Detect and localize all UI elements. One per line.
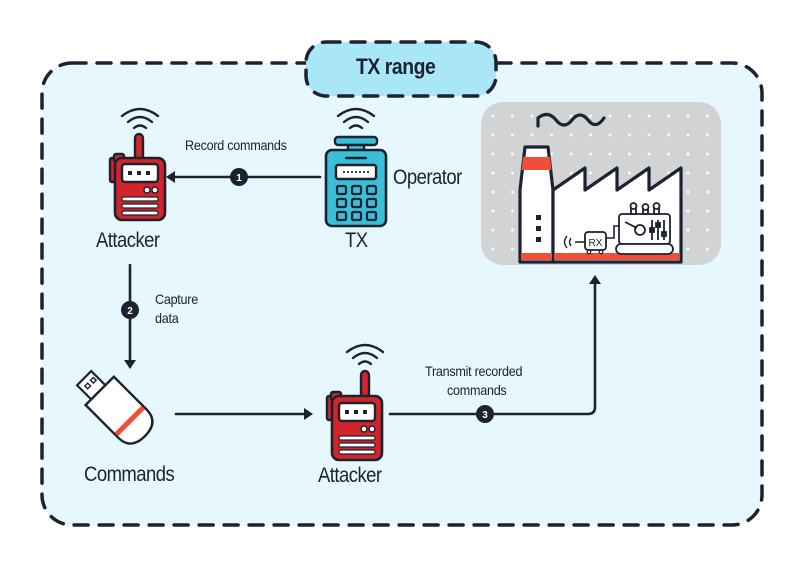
- pattern-dot: [569, 133, 573, 137]
- rx-label: RX: [589, 238, 603, 249]
- factory-icon: RX: [481, 102, 721, 265]
- pattern-dot: [686, 228, 690, 232]
- pattern-dot: [628, 114, 631, 118]
- pattern-dot: [511, 209, 514, 213]
- pattern-dot: [706, 114, 709, 118]
- pattern-dot: [706, 247, 709, 251]
- pattern-dot: [511, 190, 514, 194]
- pattern-dot: [491, 247, 495, 251]
- step-3-label-line1: Transmit recorded: [425, 363, 523, 379]
- pattern-dot: [667, 133, 670, 137]
- pattern-dot: [511, 228, 514, 232]
- step-badge-1: 1: [230, 168, 248, 186]
- commands-label: Commands: [84, 463, 175, 486]
- pattern-dot: [686, 133, 690, 137]
- pattern-dot: [686, 171, 690, 175]
- pattern-dot: [589, 133, 592, 137]
- walkie-talkie-icon: [325, 343, 385, 462]
- pattern-dot: [686, 152, 690, 156]
- usb-drive-icon: [75, 369, 154, 445]
- operator-label: Operator: [393, 166, 462, 189]
- pattern-dot: [686, 247, 690, 251]
- pattern-dot: [491, 114, 495, 118]
- pattern-dot: [569, 152, 573, 156]
- remote-transmitter-icon: [324, 107, 388, 228]
- pattern-dot: [667, 152, 670, 156]
- pattern-dot: [491, 209, 495, 213]
- step-number: 3: [482, 410, 488, 421]
- pattern-dot: [706, 209, 709, 213]
- pattern-dot: [706, 133, 709, 137]
- pattern-dot: [511, 152, 514, 156]
- arrow-transmit-commands: [388, 280, 597, 416]
- pattern-dot: [628, 133, 631, 137]
- pattern-dot: [686, 209, 690, 213]
- pattern-dot: [530, 114, 534, 118]
- pattern-dot: [491, 133, 495, 137]
- pattern-dot: [647, 133, 651, 137]
- pattern-dot: [491, 152, 495, 156]
- pattern-dot: [569, 171, 573, 175]
- pattern-dot: [589, 171, 592, 175]
- pattern-dot: [706, 228, 709, 232]
- pattern-dot: [706, 190, 709, 194]
- arrowhead-up-icon: [589, 275, 601, 284]
- pattern-dot: [491, 228, 495, 232]
- pattern-dot: [647, 114, 651, 118]
- pattern-dot: [511, 171, 514, 175]
- pattern-dot: [569, 114, 573, 118]
- tx-range-title-pill: [304, 40, 498, 98]
- step-1-label: Record commands: [185, 137, 287, 153]
- pattern-dot: [511, 114, 514, 118]
- tx-label: TX: [345, 229, 368, 252]
- attacker-top-label: Attacker: [96, 229, 160, 252]
- step-3-label-line2: commands: [447, 382, 507, 398]
- pattern-dot: [686, 114, 690, 118]
- pattern-dot: [491, 190, 495, 194]
- arrowhead-down-icon: [124, 360, 136, 369]
- pattern-dot: [550, 133, 553, 137]
- signal-waves-icon: [336, 107, 376, 130]
- pattern-dot: [589, 114, 592, 118]
- arrowhead-right-icon: [304, 408, 313, 420]
- step-2-label-line2: data: [155, 310, 179, 326]
- step-number: 1: [236, 173, 242, 184]
- pattern-dot: [550, 152, 553, 156]
- step-badge-3: 3: [476, 405, 494, 423]
- arrowhead-left-icon: [166, 171, 175, 183]
- step-badge-2: 2: [121, 301, 139, 319]
- pattern-dot: [608, 152, 612, 156]
- step-number: 2: [127, 306, 133, 317]
- pattern-dot: [706, 152, 709, 156]
- machine-icon: [615, 202, 674, 255]
- pattern-dot: [667, 171, 670, 175]
- pattern-dot: [608, 114, 612, 118]
- pattern-dot: [628, 171, 631, 175]
- walkie-talkie-icon: [108, 107, 167, 222]
- pattern-dot: [667, 114, 670, 118]
- pattern-dot: [608, 133, 612, 137]
- pattern-dot: [530, 133, 534, 137]
- tx-range-title: TX range: [356, 54, 436, 79]
- pattern-dot: [628, 152, 631, 156]
- pattern-dot: [647, 152, 651, 156]
- rx-receiver-icon: RX: [563, 225, 619, 255]
- smoke-icon: [536, 112, 606, 128]
- signal-waves-icon: [120, 107, 160, 130]
- pattern-dot: [706, 171, 709, 175]
- pattern-dot: [589, 152, 592, 156]
- pattern-dot: [686, 190, 690, 194]
- step-2-label-line1: Capture: [155, 291, 198, 307]
- attacker-bottom-label: Attacker: [318, 464, 382, 487]
- pattern-dot: [491, 171, 495, 175]
- pattern-dot: [511, 247, 514, 251]
- signal-waves-icon: [345, 343, 385, 366]
- pattern-dot: [511, 133, 514, 137]
